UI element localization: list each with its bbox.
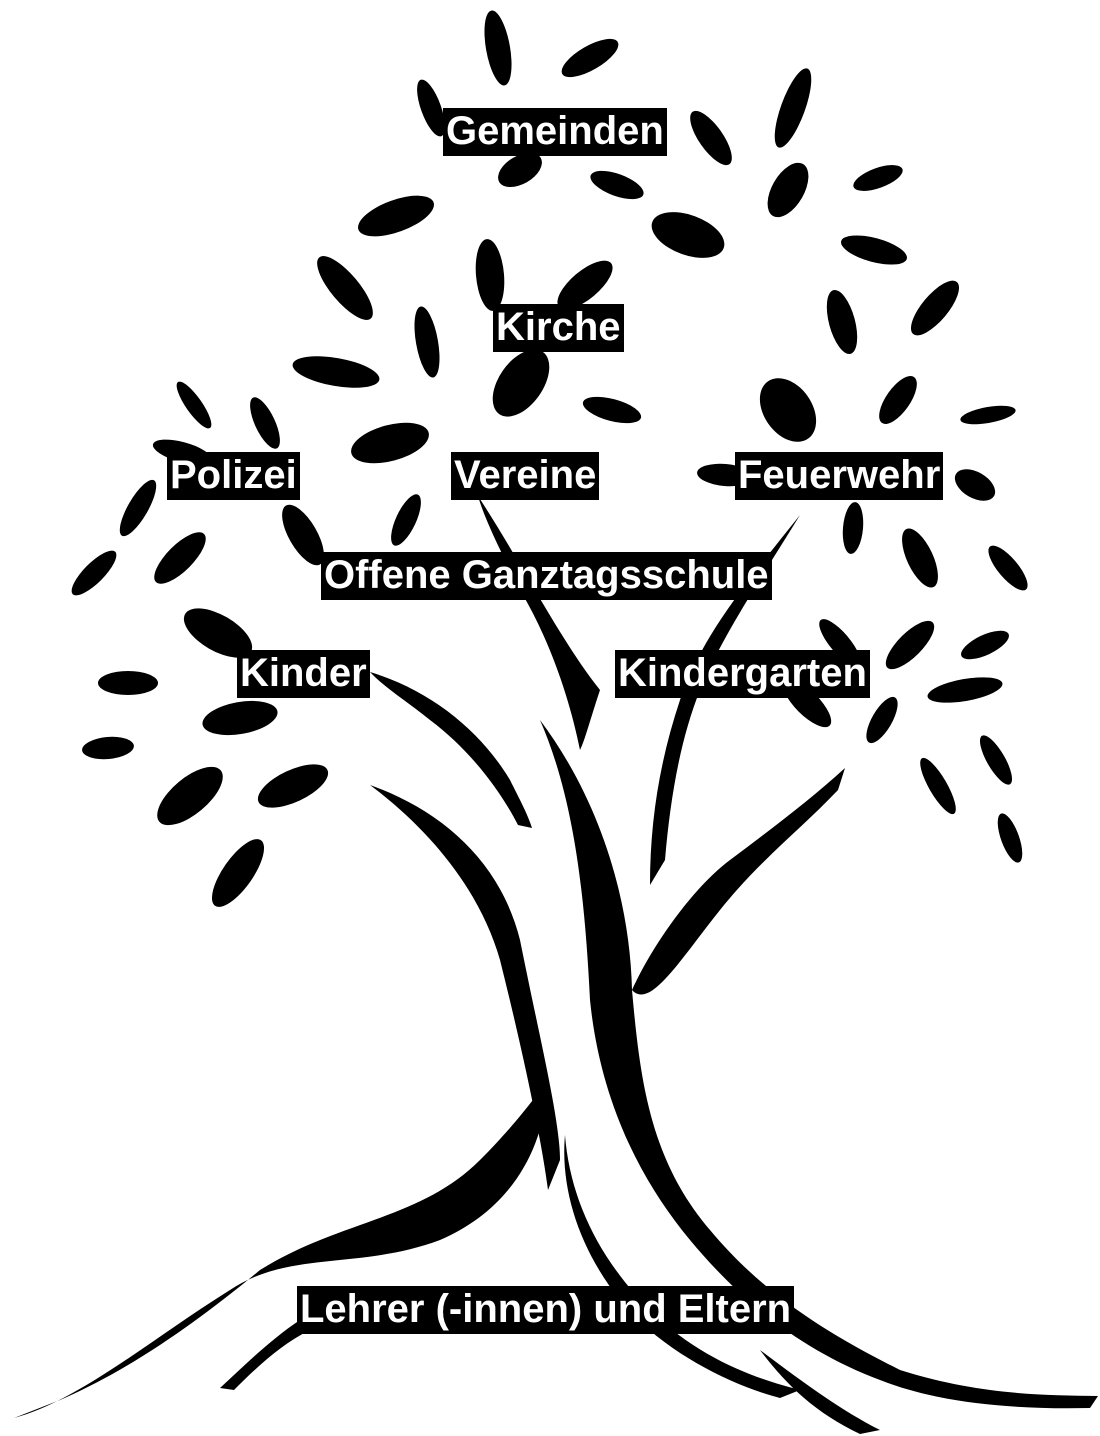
tree-root-center [564,1135,800,1398]
leaf [492,349,550,417]
leaf [71,550,117,596]
leaf [582,396,642,424]
leaf [885,620,935,670]
leaf [879,376,917,424]
leaf [317,256,373,320]
tree-root-right [760,1350,880,1434]
label-feuerwehr: Feuerwehr [735,452,944,500]
label-polizei: Polizei [167,452,300,500]
leaf [98,671,158,695]
leaf [154,532,206,584]
leaf [358,195,434,237]
leaf [910,280,960,336]
leaf [176,381,212,429]
leaf [250,397,280,449]
leaf [902,528,938,588]
leaf [590,170,644,200]
tree-branch-kinder [370,672,532,828]
leaf [651,212,725,258]
leaf [414,306,440,378]
leaf [767,162,809,218]
label-gemeinden: Gemeinden [443,108,667,156]
leaf [954,469,996,501]
tree-trunk-left [370,785,560,1190]
leaf [842,502,864,554]
leaf [826,289,858,355]
tree-root-left [14,1080,548,1418]
leaf [211,839,265,907]
label-vereine: Vereine [451,452,600,500]
leaf [498,152,542,188]
leaf [82,736,134,760]
tree-branch-right [632,768,845,995]
leaf [988,545,1028,591]
label-kinder: Kinder [237,650,370,698]
tree-branch-vereine [478,496,600,750]
leaf [927,677,1003,703]
leaf [292,356,380,388]
leaf [557,260,613,310]
leaf [961,630,1009,660]
leaf [157,766,223,826]
leaf [417,79,445,137]
leaf [119,479,157,537]
leaf [841,235,907,265]
leaf [183,608,253,658]
tree-root-small [220,1320,310,1390]
leaf [484,10,512,86]
leaf [759,378,817,442]
leaf [475,239,505,311]
leaf [979,735,1013,785]
leaf [690,110,732,166]
leaf [920,757,956,815]
label-offene-ganztagsschule: Offene Ganztagsschule [321,552,772,600]
leaf [997,813,1023,863]
leaf [282,504,324,566]
leaf [202,700,278,736]
leaf [853,165,903,191]
leaf [391,494,421,546]
label-kirche: Kirche [493,304,624,352]
tree-branch-feuerwehr [650,515,800,885]
leaf [866,696,898,744]
label-lehrer-und-eltern: Lehrer (-innen) und Eltern [297,1286,795,1334]
label-kindergarten: Kindergarten [615,650,870,698]
leaf [257,764,329,808]
leaf [351,422,429,464]
leaf [774,68,812,148]
leaf [561,38,619,78]
leaf [960,405,1016,425]
